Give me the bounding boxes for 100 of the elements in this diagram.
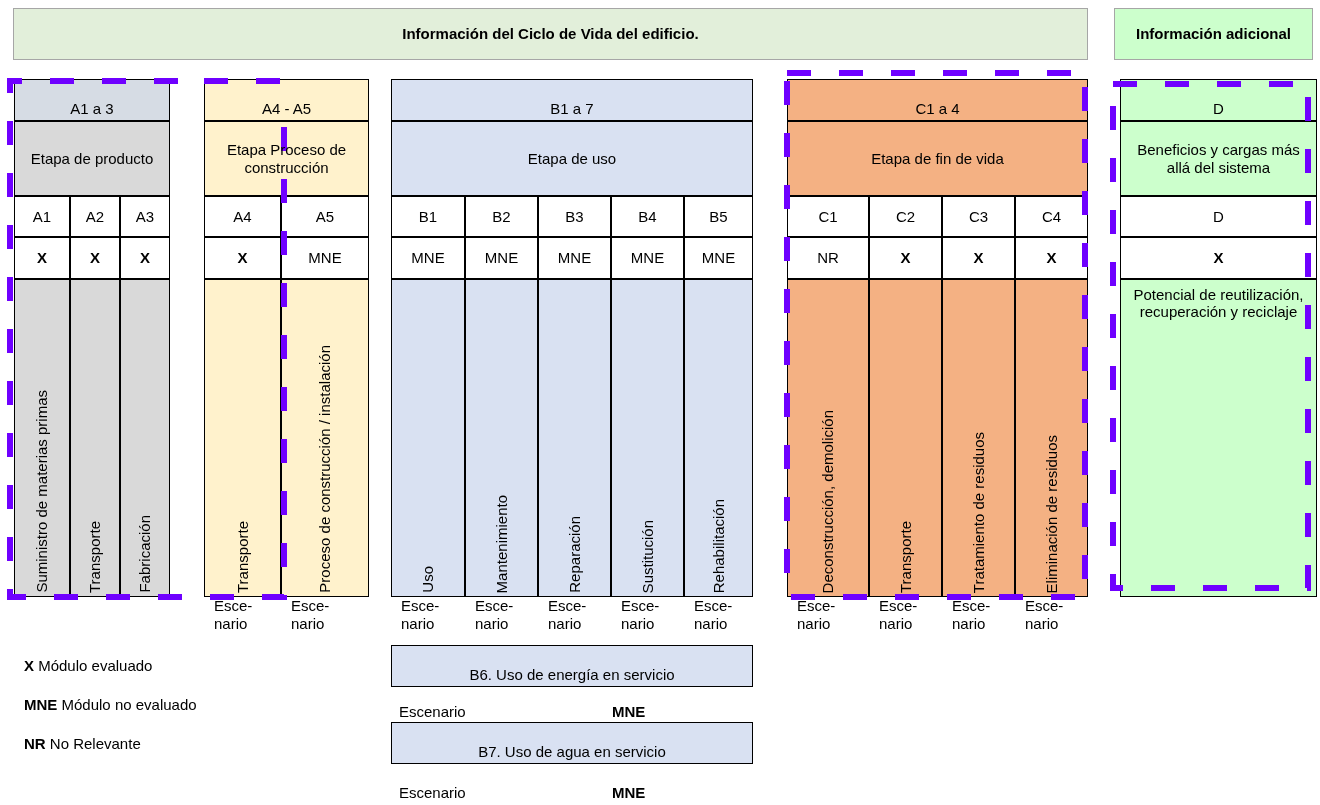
table-cell: [391, 121, 753, 196]
scenario-label: Esce- nario: [401, 597, 441, 633]
table-cell: [204, 121, 369, 196]
table-cell: [942, 196, 1015, 237]
table-cell: [1120, 237, 1317, 279]
stage-name: Etapa de fin de vida: [871, 149, 1004, 168]
scenario-label: Escenario: [399, 784, 466, 802]
module-code: B4: [638, 207, 657, 226]
status-mark: X: [900, 249, 911, 267]
scenario-label: Esce- nario: [694, 597, 734, 633]
table-cell: [14, 121, 170, 196]
table-cell: [611, 279, 684, 597]
table-cell: [204, 79, 369, 121]
module-range: C1 a 4: [915, 99, 960, 117]
table-cell: [204, 279, 281, 597]
scenario-label: Esce- nario: [214, 597, 254, 633]
table-cell: [281, 279, 369, 597]
status-mark: X: [1213, 249, 1224, 267]
table-cell: [14, 79, 170, 121]
table-cell: [611, 196, 684, 237]
process-name: Tratamiento de residuos: [969, 431, 988, 593]
stage-name: Etapa de uso: [527, 149, 617, 168]
table-cell: [120, 279, 170, 597]
process-name: Uso: [419, 566, 437, 593]
table-cell: [942, 279, 1015, 597]
table-cell: [611, 237, 684, 279]
module-code: B5: [709, 207, 728, 226]
process-name: Rehabilitación: [709, 498, 728, 593]
status-mark: NR: [817, 249, 839, 267]
stage-name: Beneficios y cargas más allá del sistema: [1136, 141, 1301, 176]
table-cell: [538, 237, 611, 279]
module-range: B1 a 7: [550, 99, 594, 117]
table-cell: [538, 279, 611, 597]
scenario-label: Esce- nario: [879, 597, 919, 633]
scenario-label: Esce- nario: [952, 597, 992, 633]
table-cell: [1120, 121, 1317, 196]
legend-entry: NR No Relevante: [24, 735, 141, 753]
module-code: B2: [492, 207, 511, 226]
status-mark: MNE: [701, 249, 736, 267]
status-mark: X: [1046, 249, 1057, 267]
table-cell: [281, 237, 369, 279]
table-cell: [787, 79, 1088, 121]
table-cell: [1015, 196, 1088, 237]
process-name: Fabricación: [136, 515, 154, 593]
table-cell: [391, 645, 753, 687]
module-range: A4 - A5: [261, 99, 312, 117]
process-name: Proceso de construcción / instalación: [316, 345, 334, 593]
table-cell: [391, 722, 753, 764]
process-name: Transporte: [86, 521, 104, 593]
table-cell: [465, 196, 538, 237]
header-band: [13, 8, 1088, 60]
table-cell: [204, 237, 281, 279]
module-code: A3: [135, 207, 155, 226]
table-cell: [787, 237, 869, 279]
table-cell: [391, 196, 465, 237]
table-cell: [465, 279, 538, 597]
table-cell: [787, 196, 869, 237]
status-mark: X: [973, 249, 984, 267]
table-cell: [942, 237, 1015, 279]
status-mark: MNE: [630, 249, 665, 267]
module-name: B7. Uso de agua en servicio: [478, 742, 666, 760]
status-mark: X: [90, 249, 100, 267]
status-mark: MNE: [557, 249, 592, 267]
process-name: Reparación: [565, 516, 584, 593]
table-cell: [684, 196, 753, 237]
status-mark: MNE: [484, 249, 519, 267]
heading: Información del Ciclo de Vida del edificio.: [402, 25, 699, 43]
table-cell: [1120, 79, 1317, 121]
table-cell: [869, 279, 942, 597]
scenario-label: Esce- nario: [475, 597, 515, 633]
status-mark: MNE: [308, 249, 342, 267]
heading: Información adicional: [1136, 25, 1291, 43]
table-cell: [787, 121, 1088, 196]
status-mark: MNE: [612, 703, 646, 721]
process-name: Suministro de materias primas: [33, 390, 51, 593]
module-code: C2: [895, 207, 916, 226]
table-cell: [391, 279, 465, 597]
table-cell: [120, 237, 170, 279]
scenario-label: Esce- nario: [1025, 597, 1065, 633]
module-code: C4: [1041, 207, 1062, 226]
table-cell: [70, 196, 120, 237]
module-code: B3: [565, 207, 584, 226]
table-cell: [14, 237, 70, 279]
table-cell: [1120, 279, 1317, 597]
table-cell: [684, 279, 753, 597]
status-mark: MNE: [612, 784, 646, 802]
module-code: A5: [315, 207, 335, 226]
module-code: A4: [233, 207, 252, 226]
process-name: Potencial de reutilización, recuperación y reciclaje: [1132, 286, 1305, 321]
status-mark: X: [237, 249, 248, 267]
module-code: B1: [418, 207, 438, 226]
scenario-label: Esce- nario: [291, 597, 331, 633]
stage-name: Etapa Proceso de construcción: [225, 141, 348, 176]
table-cell: [120, 196, 170, 237]
scenario-label: Esce- nario: [548, 597, 588, 633]
scenario-label: Esce- nario: [621, 597, 661, 633]
table-cell: [1015, 279, 1088, 597]
table-cell: [869, 196, 942, 237]
process-name: Deconstrucción, demolición: [819, 409, 837, 593]
table-cell: [14, 196, 70, 237]
